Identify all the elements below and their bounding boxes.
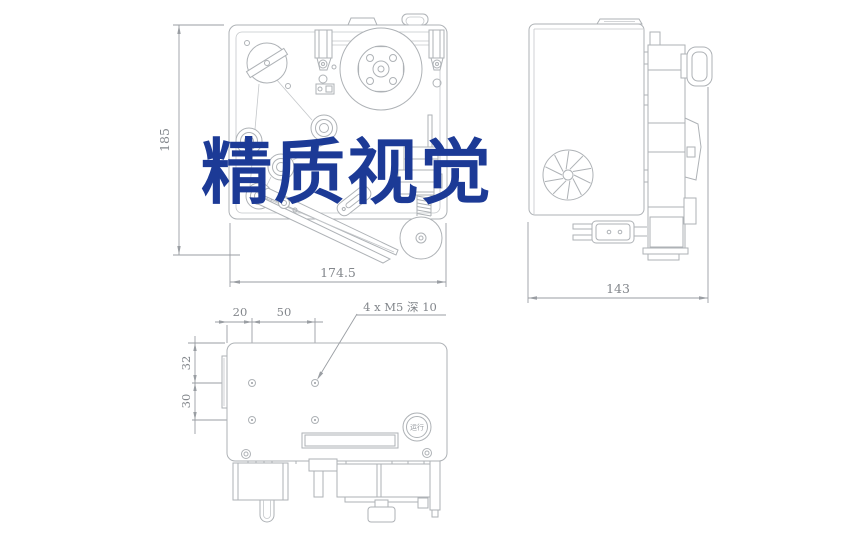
left-latch: [314, 29, 337, 95]
takeup-spool: [339, 27, 423, 111]
underside-machinery: [232, 458, 441, 523]
dim-label-143: 143: [606, 281, 630, 296]
dim-label-185: 185: [157, 128, 172, 152]
thread-note-label: 4 x M5 深 10: [363, 300, 437, 314]
supply-spool: [245, 42, 289, 84]
dim-hole-columns: 20 50: [215, 305, 323, 343]
pinch-roller-assembly: [391, 114, 443, 260]
dim-hole-rows: 32 30: [179, 336, 225, 434]
spring-icon: [416, 195, 432, 217]
mounting-holes: [248, 379, 319, 424]
bottom-view: 运行: [179, 300, 448, 523]
side-view: 143: [527, 18, 713, 303]
watermark-text: 精质视觉: [201, 131, 493, 214]
right-latch: [428, 29, 445, 88]
corner-screws: [241, 448, 432, 459]
dim-label-32: 32: [179, 356, 193, 371]
dim-label-174-5: 174.5: [320, 265, 356, 280]
front-view: 185 174.5: [157, 13, 448, 287]
dim-side-depth: 143: [527, 87, 709, 303]
run-button-label: 运行: [410, 423, 424, 432]
dim-label-20: 20: [233, 305, 248, 319]
head-stack: [642, 31, 713, 261]
connector-plug: [572, 220, 647, 244]
dim-front-height: 185: [157, 24, 240, 256]
dim-label-30: 30: [179, 394, 193, 409]
run-button: 运行: [402, 412, 432, 442]
fan-icon: [542, 149, 594, 201]
dim-front-width: 174.5: [229, 223, 447, 287]
peeler-blade: [255, 185, 399, 264]
thread-note: 4 x M5 深 10: [317, 300, 446, 380]
dim-label-50: 50: [277, 305, 292, 319]
